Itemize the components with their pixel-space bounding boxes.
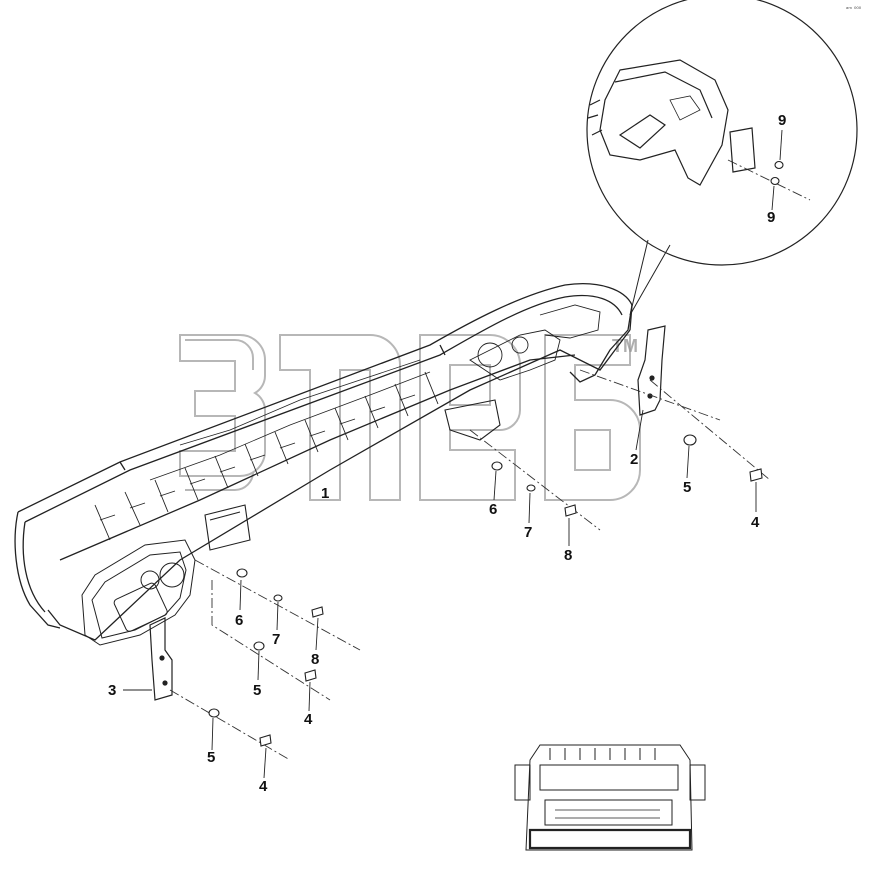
mudguard-bracket-3 [149,617,173,701]
fasteners [208,160,784,747]
washer-7-right [526,484,536,492]
bumper-lower-edge [47,329,631,641]
corner-mark: ᵃᵐ ⁰⁰⁰ [846,6,862,13]
callout-7-right: 7 [524,524,533,541]
callout-6-right: 6 [489,501,498,518]
bumper-top-edge [17,283,633,513]
detail-inset [586,0,858,316]
headlamp-housing [81,539,196,646]
callout-5-mid: 5 [253,682,262,699]
callout-3: 3 [108,682,117,699]
bumper-left-end [14,511,61,629]
bolt-4-low [259,734,272,747]
washer-7-left [273,594,283,602]
callout-5-low: 5 [207,749,216,766]
callout-4-low: 4 [259,778,268,795]
mudguard-bracket-2 [637,325,666,416]
bumper-upper-face [24,294,623,523]
bumper-right-end [569,304,633,383]
assembly-lines [169,159,811,761]
nut-9-upper [774,160,784,170]
bumper-seam [119,344,446,471]
leader-lines [123,129,783,779]
callout-1: 1 [321,485,330,502]
callout-8-right: 8 [564,547,573,564]
bracket-center-left [204,504,251,551]
callout-8-left: 8 [311,651,320,668]
nut-5-right [683,434,697,446]
callout-2: 2 [630,451,639,468]
nut-6-left [236,568,248,578]
nut-5-low [208,708,220,718]
bolt-4-mid [304,669,317,682]
truck-front-thumbnail [514,744,706,851]
callout-9-upper: 9 [778,112,787,129]
nut-9-lower [770,176,780,186]
watermark-trademark: TM [612,336,638,356]
bracket-center-right [444,399,501,441]
bolt-8-left [311,606,324,618]
bumper-assembly [14,283,633,646]
bolt-8-right [564,504,577,517]
callout-5-right: 5 [683,479,692,496]
callout-7-left: 7 [272,631,281,648]
nut-6-right [491,461,503,471]
watermark-logo [179,334,641,501]
callout-6-left: 6 [235,612,244,629]
callout-4-mid: 4 [304,711,313,728]
callout-4-right: 4 [751,514,760,531]
bumper-inner-lower [59,354,576,561]
nut-5-mid [253,641,265,651]
bolt-4-right [749,468,763,482]
callout-9-lower: 9 [767,209,776,226]
